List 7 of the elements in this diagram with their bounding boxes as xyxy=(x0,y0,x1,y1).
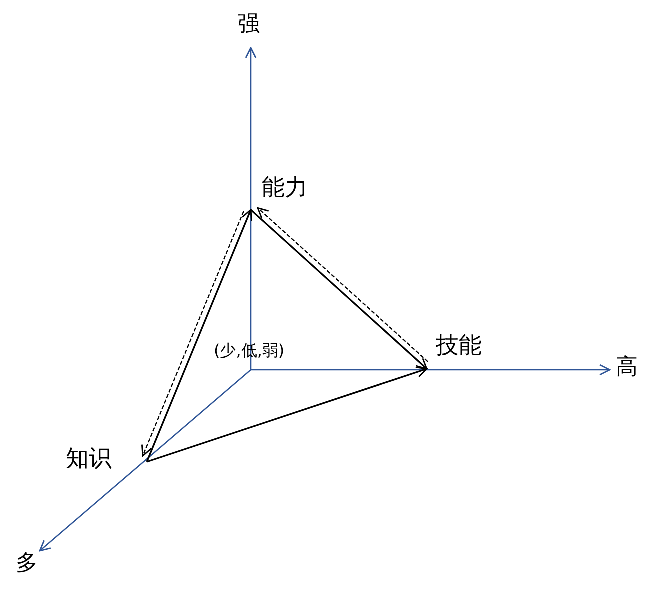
node-label: 知识 xyxy=(66,443,140,475)
axis-label: 多 xyxy=(16,553,38,575)
arrow xyxy=(146,366,428,463)
node-label: 技能 xyxy=(436,330,506,362)
node-label: 能力 xyxy=(262,172,328,204)
axis-label: 高 xyxy=(616,357,638,379)
axis-label: 强 xyxy=(238,14,260,36)
